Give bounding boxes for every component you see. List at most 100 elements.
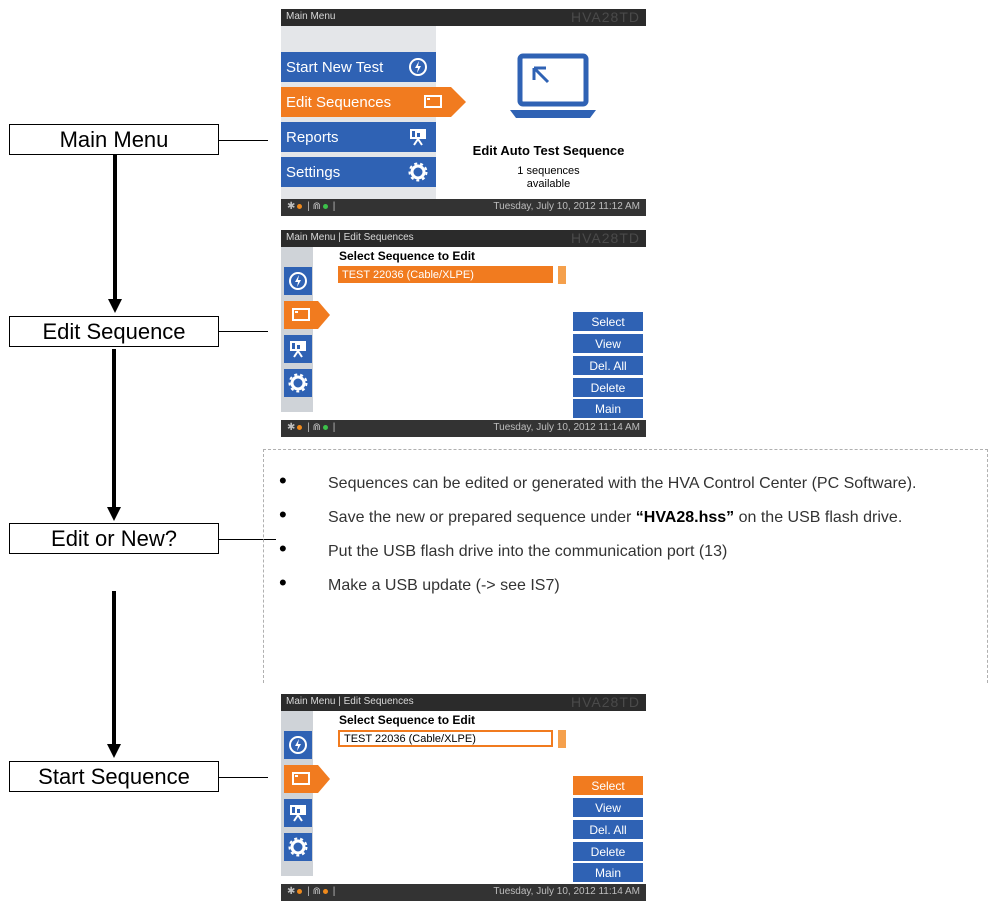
info-bullet: Make a USB update (-> see IS7) <box>279 571 989 598</box>
info-bullet: Put the USB flash drive into the communi… <box>279 537 989 564</box>
screen-titlebar: Main Menu | Edit Sequences HVA28TD <box>281 694 646 711</box>
side-nav-settings[interactable] <box>284 369 312 397</box>
main-button[interactable]: Main <box>573 399 643 418</box>
side-nav-edit-sequences[interactable] <box>284 765 330 793</box>
sequence-list-item[interactable]: TEST 22036 (Cable/XLPE) <box>338 266 553 283</box>
arrowhead-3 <box>107 744 121 758</box>
flow-step-start-sequence: Start Sequence <box>9 761 219 792</box>
delete-all-button[interactable]: Del. All <box>573 356 643 375</box>
menu-item-start-new-test[interactable]: Start New Test <box>281 52 436 82</box>
info-bullet-text-post: on the USB flash drive. <box>734 509 903 526</box>
arrow-shaft-1 <box>113 155 117 300</box>
side-nav-start-test[interactable] <box>284 731 312 759</box>
preview-count-line2: available <box>526 178 571 190</box>
menu-item-reports[interactable]: Reports <box>281 122 436 152</box>
connector-main-menu <box>219 140 268 141</box>
select-sequence-heading: Select Sequence to Edit <box>339 713 476 727</box>
laptop-icon <box>510 53 596 118</box>
select-button[interactable]: Select <box>573 312 643 331</box>
menu-item-edit-sequences[interactable]: Edit Sequences <box>281 87 466 117</box>
lightning-icon <box>289 272 307 290</box>
status-bar: ✱ | ⋒ | Tuesday, July 10, 2012 11:12 AM <box>281 199 646 216</box>
select-button[interactable]: Select <box>573 776 643 795</box>
main-menu-screen: Main Menu HVA28TD Start New Test Edit Se… <box>281 9 646 216</box>
status-date: Tuesday, July 10, 2012 11:14 AM <box>493 886 640 897</box>
flow-step-main-menu: Main Menu <box>9 124 219 155</box>
flow-step-edit-or-new: Edit or New? <box>9 523 219 554</box>
menu-item-settings[interactable]: Settings <box>281 157 436 187</box>
info-bullet-text: Sequences can be edited or generated wit… <box>328 475 917 492</box>
status-dot-icon <box>297 203 303 209</box>
device-model: HVA28TD <box>571 230 640 246</box>
side-nav-edit-sequences[interactable] <box>284 301 330 329</box>
status-dot-icon <box>322 424 328 430</box>
view-button[interactable]: View <box>573 334 643 353</box>
start-sequence-screen: Main Menu | Edit Sequences HVA28TD Selec… <box>281 694 646 901</box>
status-icons: ✱ | ⋒ | <box>287 422 336 433</box>
monitor-icon <box>424 95 442 108</box>
select-sequence-heading: Select Sequence to Edit <box>339 249 476 263</box>
info-bullet-text: Make a USB update (-> see IS7) <box>328 577 560 594</box>
presentation-icon <box>410 129 426 146</box>
scrollbar[interactable] <box>558 266 566 284</box>
screen-titlebar: Main Menu | Edit Sequences HVA28TD <box>281 230 646 247</box>
menu-item-label: Reports <box>286 128 339 146</box>
presentation-icon <box>290 341 306 358</box>
device-model: HVA28TD <box>571 9 640 25</box>
delete-button[interactable]: Delete <box>573 842 643 861</box>
info-bullet-text: Put the USB flash drive into the communi… <box>328 543 728 560</box>
status-date: Tuesday, July 10, 2012 11:14 AM <box>493 422 640 433</box>
menu-item-label: Settings <box>286 163 341 181</box>
side-nav-reports[interactable] <box>284 335 312 363</box>
status-bar: ✱ | ⋒ | Tuesday, July 10, 2012 11:14 AM <box>281 420 646 437</box>
info-bullet: Sequences can be edited or generated wit… <box>279 469 989 496</box>
gear-icon <box>408 162 428 182</box>
connector-edit-or-new <box>219 539 276 540</box>
screen-titlebar: Main Menu HVA28TD <box>281 9 646 26</box>
arrow-shaft-2 <box>112 349 116 508</box>
screen-title: Main Menu | Edit Sequences <box>286 696 414 707</box>
edit-sequences-screen: Main Menu | Edit Sequences HVA28TD Selec… <box>281 230 646 437</box>
file-name: “HVA28.hss” <box>635 509 735 526</box>
delete-all-button[interactable]: Del. All <box>573 820 643 839</box>
gear-icon <box>288 373 308 393</box>
device-model: HVA28TD <box>571 694 640 710</box>
info-bullets: Sequences can be edited or generated wit… <box>279 469 989 608</box>
info-bullet: Save the new or prepared sequence under … <box>279 503 989 530</box>
scrollbar[interactable] <box>558 730 566 748</box>
main-button[interactable]: Main <box>573 863 643 882</box>
status-bar: ✱ | ⋒ | Tuesday, July 10, 2012 11:14 AM <box>281 884 646 901</box>
view-button[interactable]: View <box>573 798 643 817</box>
presentation-icon <box>290 805 306 822</box>
menu-item-label: Start New Test <box>286 58 384 76</box>
monitor-icon <box>292 772 310 785</box>
status-dot-icon <box>322 888 328 894</box>
arrowhead-2 <box>107 507 121 521</box>
menu-item-label: Edit Sequences <box>286 93 392 111</box>
flow-step-edit-sequence: Edit Sequence <box>9 316 219 347</box>
main-menu-panel: Start New Test Edit Sequences Reports Se… <box>281 26 466 209</box>
side-nav <box>281 711 330 876</box>
side-nav-reports[interactable] <box>284 799 312 827</box>
status-dot-icon <box>297 888 303 894</box>
status-dot-icon <box>297 424 303 430</box>
status-icons: ✱ | ⋒ | <box>287 201 336 212</box>
gear-icon <box>288 837 308 857</box>
screen-title: Main Menu <box>286 11 336 22</box>
side-nav-settings[interactable] <box>284 833 312 861</box>
sequence-list-item[interactable]: TEST 22036 (Cable/XLPE) <box>338 730 553 747</box>
monitor-icon <box>292 308 310 321</box>
side-nav <box>281 247 330 412</box>
lightning-icon <box>289 736 307 754</box>
arrowhead-1 <box>108 299 122 313</box>
lightning-icon <box>409 58 427 76</box>
status-dot-icon <box>322 203 328 209</box>
delete-button[interactable]: Delete <box>573 378 643 397</box>
preview-count: 1 sequences available <box>451 165 646 191</box>
connector-edit-sequence <box>219 331 268 332</box>
preview-title: Edit Auto Test Sequence <box>472 143 625 158</box>
arrow-shaft-3 <box>112 591 116 745</box>
side-nav-start-test[interactable] <box>284 267 312 295</box>
connector-start-sequence <box>219 777 268 778</box>
status-icons: ✱ | ⋒ | <box>287 886 336 897</box>
